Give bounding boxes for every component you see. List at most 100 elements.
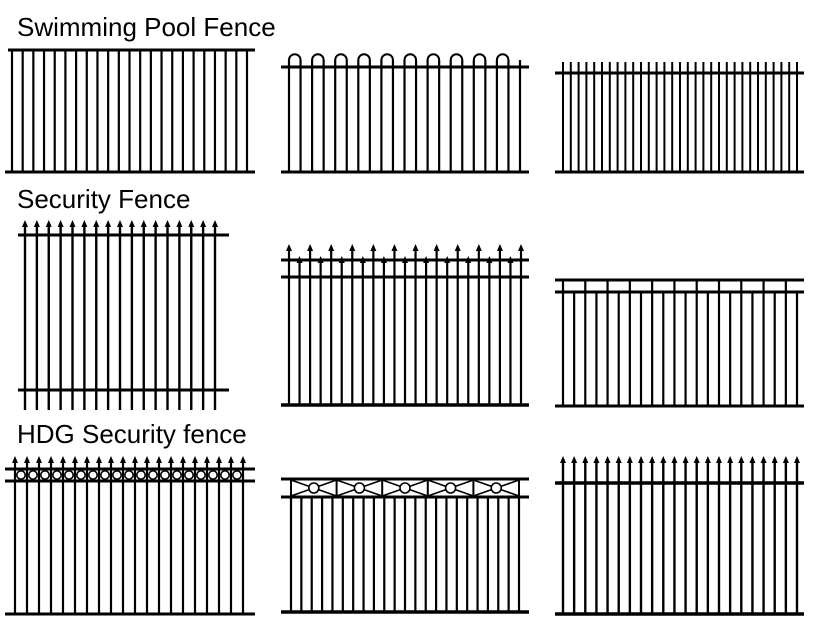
spear-head (22, 220, 28, 227)
spear-head (660, 456, 667, 463)
spear-head (240, 456, 246, 463)
ring-ornament (51, 469, 62, 480)
spear-head (433, 244, 440, 251)
spear-head (465, 256, 472, 263)
spear-head (615, 456, 622, 463)
spear-head (57, 220, 64, 227)
spear-head (188, 220, 195, 227)
fence-panel-hdg-ring (5, 456, 255, 616)
spear-head (760, 456, 767, 463)
spear-head (486, 256, 493, 263)
spear-head (286, 244, 292, 251)
fence-panel-security-flat-double-rail (555, 278, 804, 408)
spear-head (228, 456, 234, 463)
spear-head (402, 256, 408, 263)
loop-top (449, 53, 464, 61)
ring-ornament (196, 469, 207, 480)
spear-head (604, 456, 611, 463)
spear-head (626, 456, 633, 463)
spear-head (359, 256, 366, 263)
spear-head (727, 456, 734, 463)
spear-head (560, 456, 566, 463)
section-title-swimming-pool-fence: Swimming Pool Fence (17, 12, 276, 42)
ring-ornament (15, 469, 26, 480)
spear-head (69, 220, 76, 227)
spear-head (475, 244, 482, 251)
spear-head (704, 456, 711, 463)
ring-ornament (76, 469, 87, 480)
spear-head (391, 244, 398, 251)
spear-head (782, 456, 789, 463)
spear-head (716, 456, 722, 463)
ring-ornament (172, 469, 183, 480)
spear-head (216, 456, 222, 463)
spear-head (164, 220, 171, 227)
spear-head (370, 244, 377, 251)
spear-head (682, 456, 689, 463)
spear-head (120, 456, 126, 463)
spear-head (200, 220, 207, 227)
spear-head (81, 220, 88, 227)
loop-top (288, 53, 302, 61)
spear-head (671, 456, 678, 463)
spear-head (794, 456, 800, 463)
loop-top (311, 53, 325, 61)
ring-ornament (220, 469, 231, 480)
ring-ornament (64, 469, 75, 480)
spear-head (152, 220, 159, 227)
spear-head (45, 220, 52, 227)
spear-head (582, 456, 589, 463)
spear-head (132, 456, 138, 463)
ring-ornament (490, 482, 503, 494)
spear-head (212, 220, 218, 227)
ring-ornament (27, 469, 38, 480)
loop-top (357, 53, 371, 61)
spear-head (36, 456, 42, 463)
spear-head (771, 456, 778, 463)
spear-head (649, 456, 656, 463)
loop-top (495, 53, 510, 61)
spear-head (84, 456, 90, 463)
spear-head (444, 256, 451, 263)
spear-head (380, 256, 387, 263)
spear-head (192, 456, 198, 463)
loop-top (334, 53, 348, 61)
spear-head (140, 220, 147, 227)
loop-top (403, 53, 418, 61)
loop-top (472, 53, 487, 61)
spear-head (108, 456, 114, 463)
spear-head (738, 456, 745, 463)
spear-head (593, 456, 600, 463)
spear-head (496, 244, 503, 251)
spear-head (204, 456, 210, 463)
ring-ornament (399, 482, 411, 494)
ring-ornament (39, 469, 50, 480)
loop-top (426, 53, 441, 61)
section-title-security-fence: Security Fence (17, 184, 191, 214)
spear-head (144, 456, 150, 463)
spear-head (749, 456, 756, 463)
spear-head (176, 220, 183, 227)
ring-ornament (208, 469, 219, 480)
ring-ornament (148, 469, 159, 480)
spear-head (168, 456, 174, 463)
ring-ornament (444, 482, 457, 494)
spear-head (317, 256, 324, 263)
ring-ornament (136, 469, 147, 480)
section-title-hdg-security-fence: HDG Security fence (17, 419, 247, 449)
fence-panel-hdg-decor (281, 477, 529, 614)
spear-head (93, 220, 100, 227)
fence-panel-pool-loop-top (281, 53, 529, 174)
spear-head (48, 456, 54, 463)
ring-ornament (124, 469, 135, 480)
ring-ornament (353, 482, 366, 494)
ring-ornament (112, 469, 123, 480)
ring-ornament (88, 469, 99, 480)
spear-head (412, 244, 419, 251)
spear-head (454, 244, 461, 251)
spear-head (128, 220, 135, 227)
ring-ornament (100, 469, 111, 480)
ring-ornament (232, 469, 243, 480)
spear-head (117, 220, 123, 227)
spear-head (507, 256, 514, 263)
